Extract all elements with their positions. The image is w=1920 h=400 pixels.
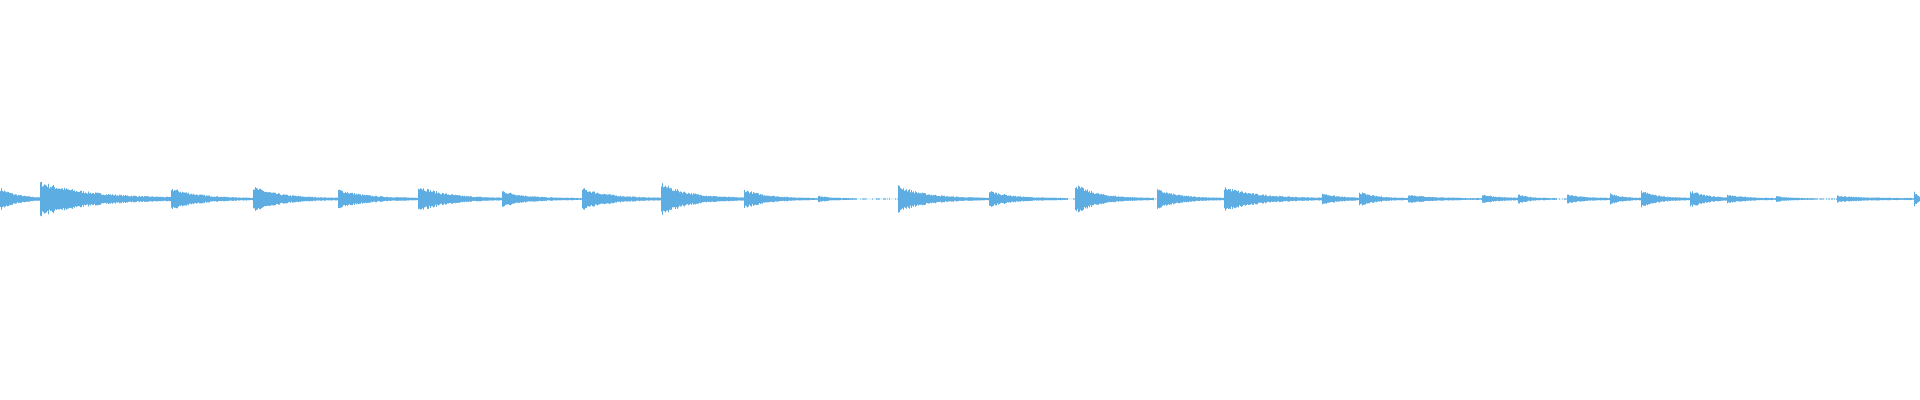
audio-waveform[interactable] [0, 0, 1920, 400]
